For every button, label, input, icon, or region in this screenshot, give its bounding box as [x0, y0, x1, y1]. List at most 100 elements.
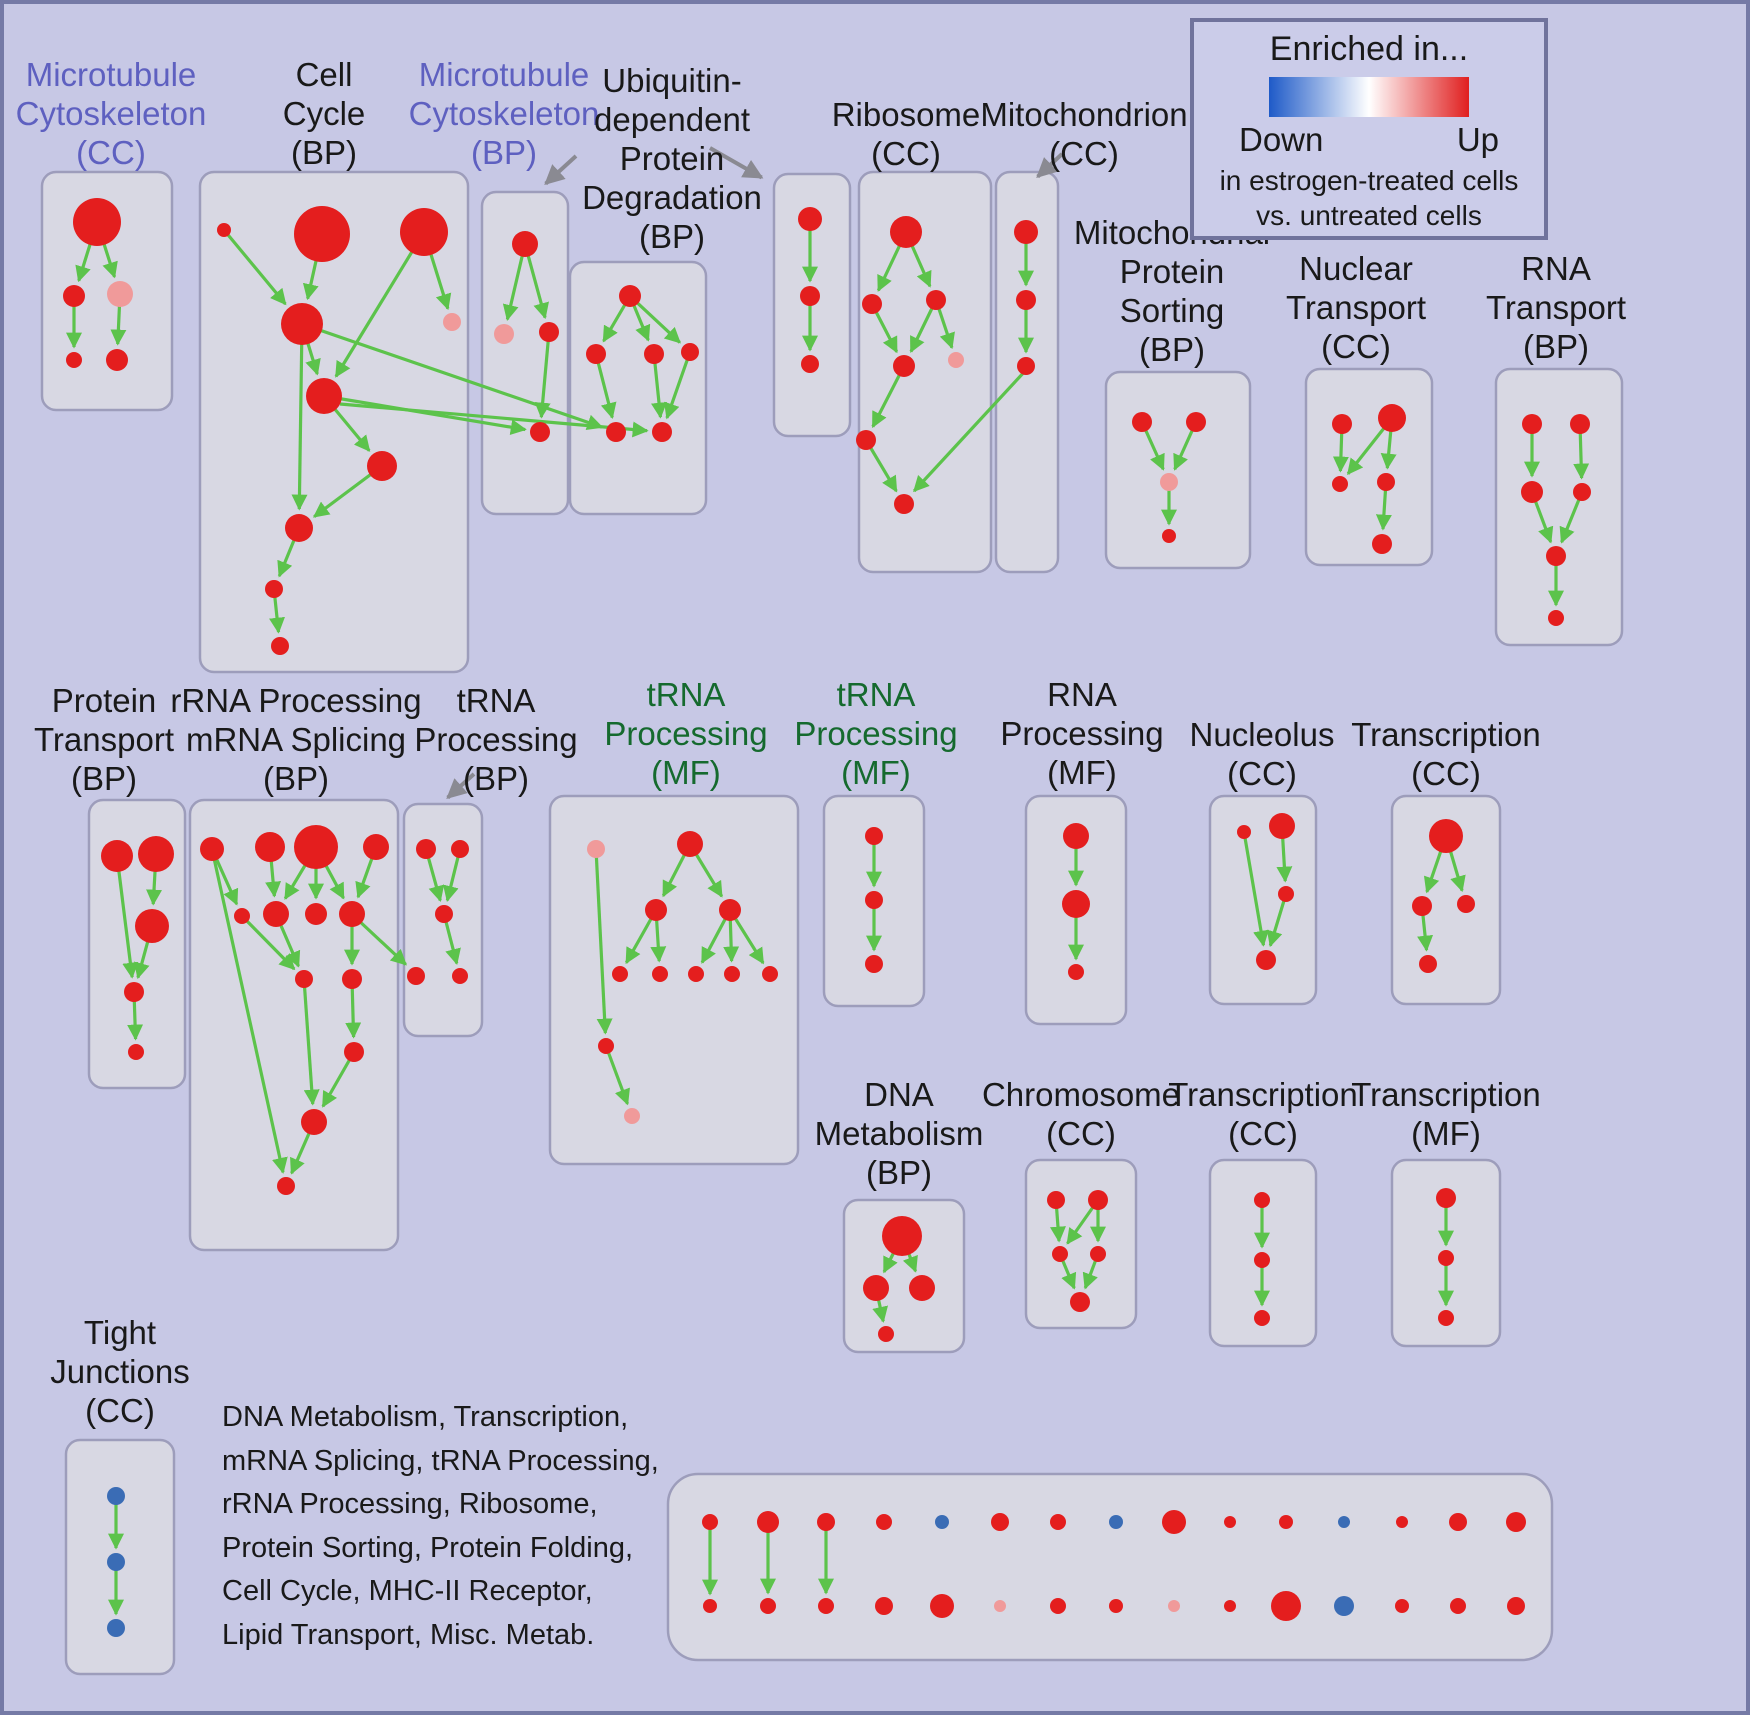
network-diagram — [40, 146, 1624, 1676]
go-term-node — [606, 422, 626, 442]
cluster-box-transcription-cc-1 — [1390, 794, 1502, 1006]
go-term-node — [882, 1216, 922, 1256]
go-term-node — [407, 967, 425, 985]
go-term-node — [598, 1038, 614, 1054]
legend-title: Enriched in... — [1269, 30, 1469, 68]
go-term-node — [1254, 1192, 1270, 1208]
go-term-node — [124, 982, 144, 1002]
go-term-node — [128, 1044, 144, 1060]
go-term-node — [512, 231, 538, 257]
legend-up-label: Up — [1456, 121, 1499, 158]
legend-endpoint-labels: Down Up — [1239, 121, 1499, 159]
legend-subtitle: in estrogen-treated cells vs. untreated … — [1219, 165, 1519, 231]
label-pointer-arrow — [709, 146, 764, 180]
go-term-node — [1279, 1515, 1293, 1529]
go-term-node — [107, 1553, 125, 1571]
go-term-node — [757, 1511, 779, 1533]
go-term-node — [1052, 1246, 1068, 1262]
go-term-node — [1050, 1514, 1066, 1530]
cluster-box-rna-transport-bp — [1494, 367, 1624, 647]
go-term-node — [856, 430, 876, 450]
go-term-node — [1521, 481, 1543, 503]
go-term-node — [295, 970, 313, 988]
go-term-node — [909, 1275, 935, 1301]
go-term-node — [1047, 1191, 1065, 1209]
go-term-node — [800, 286, 820, 306]
go-term-node — [1224, 1600, 1236, 1612]
relation-edge — [594, 848, 613, 1035]
go-term-node — [1109, 1599, 1123, 1613]
cross-cluster-edge — [301, 322, 604, 431]
relation-edge — [1266, 893, 1288, 948]
go-term-node — [1449, 1513, 1467, 1531]
go-term-node — [305, 903, 327, 925]
relation-edge — [1242, 831, 1269, 947]
go-term-node — [63, 285, 85, 307]
relation-edge — [664, 351, 692, 420]
cluster-box-nucleolus-cc — [1208, 794, 1318, 1006]
legend-down-label: Down — [1239, 121, 1324, 158]
relation-edge — [1559, 491, 1584, 544]
go-term-node — [719, 899, 741, 921]
go-term-node — [801, 355, 819, 373]
go-term-node — [798, 207, 822, 231]
go-term-node — [301, 1109, 327, 1135]
go-term-node — [1570, 414, 1590, 434]
go-term-node — [890, 216, 922, 248]
cluster-box-nuclear-transport-cc — [1304, 367, 1434, 567]
relation-edge — [871, 365, 906, 429]
go-term-node — [1573, 483, 1591, 501]
go-term-node — [66, 352, 82, 368]
go-term-node — [285, 514, 313, 542]
go-term-node — [1269, 813, 1295, 839]
cluster-box-ribosome-cc — [857, 170, 993, 574]
relation-edge — [594, 353, 617, 420]
go-term-node — [1237, 825, 1251, 839]
go-term-node — [294, 206, 350, 262]
go-term-node — [612, 966, 628, 982]
go-term-node — [1372, 534, 1392, 554]
cross-cluster-edge — [354, 916, 407, 966]
go-term-node — [1088, 1190, 1108, 1210]
go-term-node — [363, 834, 389, 860]
cluster-box-trna-processing-mf-1 — [548, 794, 800, 1166]
go-term-node — [1522, 414, 1542, 434]
go-term-node — [530, 422, 550, 442]
go-term-node — [652, 422, 672, 442]
go-term-node — [1419, 955, 1437, 973]
go-term-node — [865, 827, 883, 845]
go-term-node — [1160, 473, 1178, 491]
go-term-node — [1334, 1596, 1354, 1616]
go-term-node — [452, 968, 468, 984]
go-term-node — [818, 1598, 834, 1614]
go-term-node — [435, 905, 453, 923]
go-term-node — [644, 344, 664, 364]
go-term-node — [265, 580, 283, 598]
go-term-node — [1224, 1516, 1236, 1528]
cluster-box-microtubule-cytoskeleton-cc — [40, 170, 174, 412]
go-term-node — [1070, 1292, 1090, 1312]
relation-edge — [604, 1045, 630, 1106]
go-term-node — [494, 324, 514, 344]
go-term-node — [451, 840, 469, 858]
go-term-node — [200, 837, 224, 861]
relation-edge — [302, 978, 320, 1106]
cluster-box-shared-terms-matrix — [666, 1472, 1554, 1662]
go-term-node — [135, 909, 169, 943]
go-term-node — [865, 891, 883, 909]
go-term-node — [762, 966, 778, 982]
go-term-node — [1378, 404, 1406, 432]
legend-box: Enriched in... Down Up in estrogen-treat… — [1190, 18, 1548, 240]
go-term-node — [1168, 1600, 1180, 1612]
go-term-node — [1548, 610, 1564, 626]
go-term-node — [1186, 412, 1206, 432]
go-term-node — [935, 1515, 949, 1529]
relation-edge — [210, 848, 288, 1174]
go-term-node — [443, 313, 461, 331]
legend-gradient-bar — [1269, 77, 1469, 117]
go-term-node — [294, 825, 338, 869]
go-term-node — [991, 1513, 1009, 1531]
go-term-node — [367, 451, 397, 481]
go-term-node — [587, 840, 605, 858]
go-term-node — [994, 1600, 1006, 1612]
